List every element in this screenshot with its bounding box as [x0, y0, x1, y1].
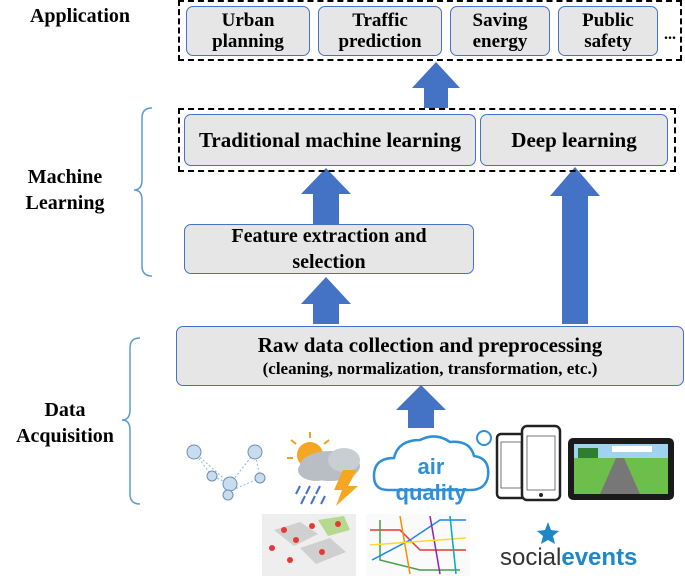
- application-box-urban-planning-line1: Urban: [221, 10, 275, 31]
- data-acquisition-label-line2: Acquisition: [16, 425, 114, 447]
- application-box-traffic-prediction-line1: Traffic: [352, 10, 408, 31]
- application-box-public-safety-line1: Public: [582, 10, 634, 31]
- application-box-traffic-prediction: Traffic prediction: [318, 6, 442, 56]
- raw-data-box: Raw data collection and preprocessing (c…: [176, 326, 684, 386]
- arrow-ml-to-application: [412, 62, 460, 108]
- social-events-label: socialevents: [500, 544, 637, 572]
- data-acquisition-brace: [121, 337, 141, 505]
- city-map-icon: [262, 514, 356, 576]
- application-label: Application: [29, 5, 131, 27]
- machine-learning-label: Machine Learning: [0, 164, 130, 216]
- application-box-public-safety-line2: safety: [584, 31, 632, 52]
- social-events-label-social: social: [500, 544, 562, 571]
- data-acquisition-label: Data Acquisition: [0, 397, 130, 449]
- traditional-machine-learning-box: Traditional machine learning: [184, 114, 476, 166]
- feature-extraction-line1: Feature extraction and: [231, 225, 427, 247]
- gps-navigator-icon: [568, 438, 674, 500]
- application-box-public-safety: Public safety: [558, 6, 658, 56]
- social-events-label-events: events: [561, 544, 638, 571]
- application-ellipsis: ...: [664, 26, 676, 43]
- application-box-urban-planning-line2: planning: [212, 31, 284, 52]
- deep-learning-box: Deep learning: [480, 114, 668, 166]
- application-box-traffic-prediction-line2: prediction: [338, 31, 422, 52]
- machine-learning-brace: [133, 107, 153, 277]
- application-box-saving-energy: Saving energy: [450, 6, 550, 56]
- raw-data-title: Raw data collection and preprocessing: [257, 332, 603, 357]
- arrow-feature-to-traditional: [301, 168, 351, 224]
- raw-data-subtitle: (cleaning, normalization, transformation…: [262, 358, 598, 378]
- social-events-star-icon: [537, 522, 559, 544]
- feature-extraction-line2: selection: [292, 251, 366, 273]
- data-acquisition-label-line1: Data: [44, 399, 86, 421]
- application-box-saving-energy-line1: Saving: [472, 10, 528, 31]
- arrow-sources-to-raw: [396, 385, 446, 428]
- arrow-raw-to-deep: [550, 167, 600, 324]
- subway-map-icon: [366, 514, 470, 576]
- social-network-icon: [186, 444, 266, 501]
- application-group: [178, 0, 682, 61]
- application-box-saving-energy-line2: energy: [472, 31, 528, 52]
- air-quality-label: air quality: [395, 454, 467, 505]
- weather-icon: [287, 432, 360, 506]
- application-box-urban-planning: Urban planning: [186, 6, 310, 56]
- air-quality-cloud-icon: [372, 430, 492, 492]
- arrow-raw-to-feature: [301, 277, 351, 324]
- machine-learning-label-line2: Learning: [25, 192, 105, 214]
- smartphones-icon: [495, 424, 562, 502]
- machine-learning-label-line1: Machine: [27, 166, 103, 188]
- feature-extraction-box: Feature extraction and selection: [184, 224, 474, 274]
- machine-learning-methods-group: [178, 108, 676, 172]
